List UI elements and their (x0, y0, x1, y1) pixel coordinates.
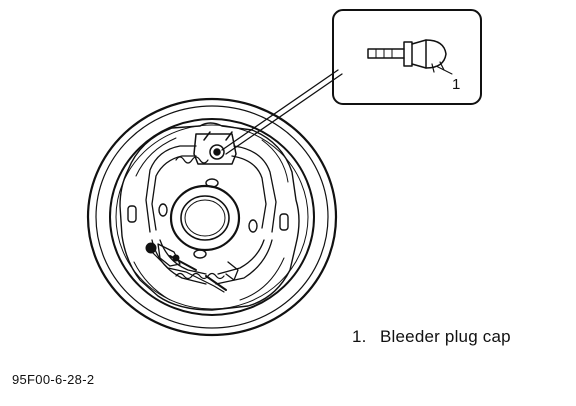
bleeder-plug-cap-icon (367, 39, 453, 75)
figure-code: 95F00-6-28-2 (12, 372, 95, 387)
callout-box (332, 9, 482, 105)
wheel-cylinder (193, 131, 237, 165)
adjuster-mechanism (145, 242, 239, 281)
return-springs (149, 156, 227, 293)
legend: 1. Bleeder plug cap (352, 327, 511, 347)
legend-label: Bleeder plug cap (380, 327, 511, 346)
callout-leader (221, 69, 343, 155)
callout-number: 1 (452, 76, 460, 93)
drum-outer-rings (86, 97, 338, 337)
wheel-studs (127, 178, 289, 259)
legend-number: 1. (352, 327, 367, 346)
brake-shoes (145, 145, 277, 285)
backing-plate (119, 122, 300, 311)
hub (169, 184, 241, 252)
